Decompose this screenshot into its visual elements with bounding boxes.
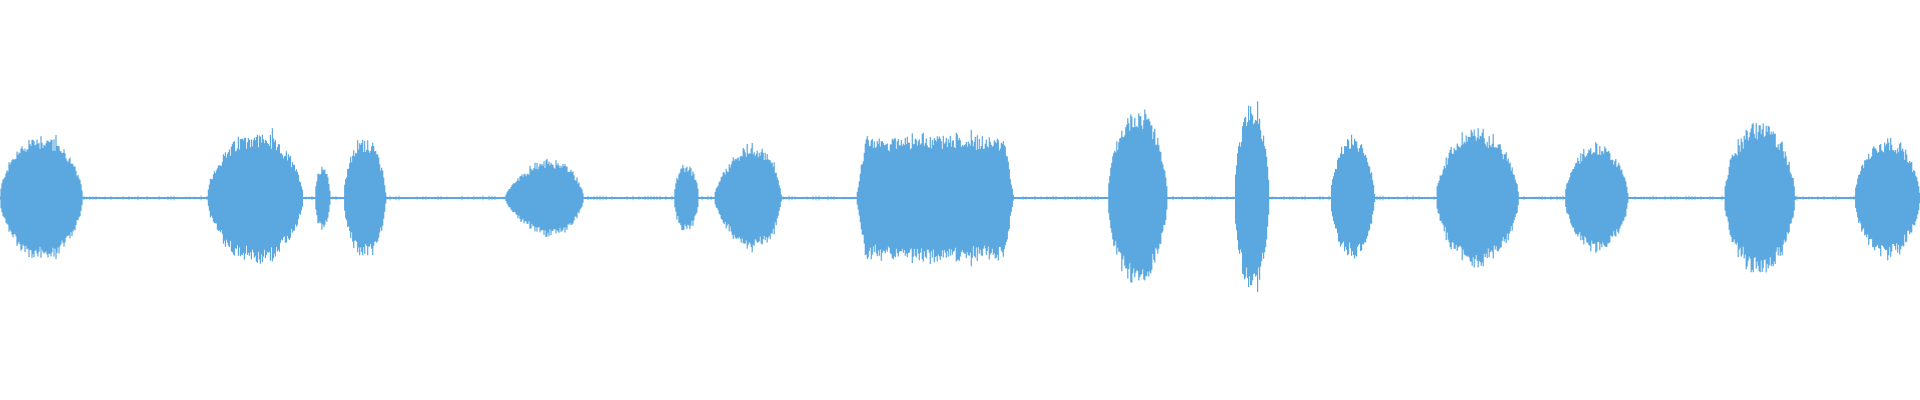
waveform-segment bbox=[0, 135, 83, 259]
waveform-segment bbox=[314, 166, 331, 230]
waveform-segment bbox=[1723, 123, 1796, 273]
waveform-segment bbox=[1234, 101, 1270, 292]
waveform-bars bbox=[0, 101, 1920, 292]
waveform-segment bbox=[343, 139, 387, 256]
waveform-segment bbox=[504, 158, 584, 237]
waveform-noise bbox=[0, 195, 1918, 201]
waveform-segment bbox=[673, 165, 699, 231]
